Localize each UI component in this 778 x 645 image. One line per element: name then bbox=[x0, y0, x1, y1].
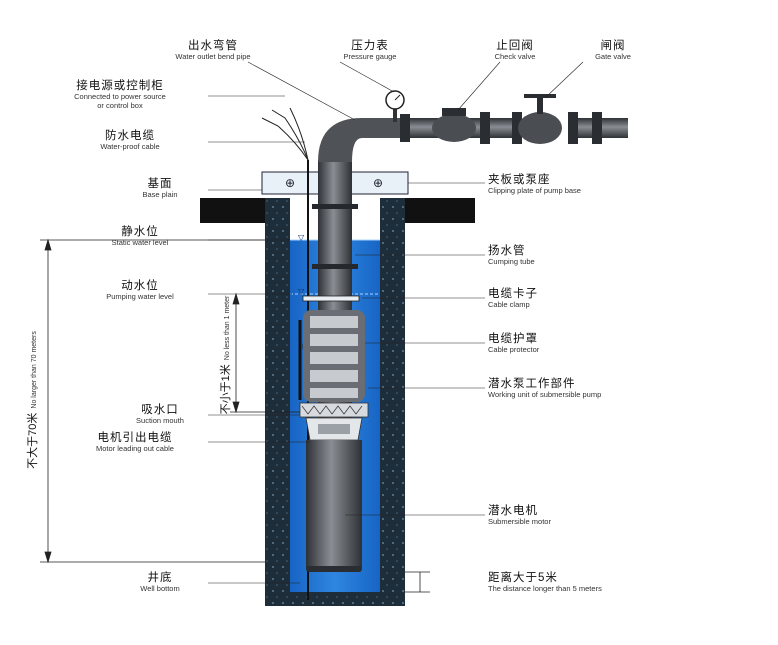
dim-cn: 不大于70米 bbox=[27, 412, 39, 469]
label-check-valve: 止回阀 Check valve bbox=[465, 40, 565, 61]
label-base-plain: 基面 Base plain bbox=[110, 178, 210, 199]
dim-cn: 不小于1米 bbox=[220, 364, 232, 415]
label-cn: 接电源或控制柜 bbox=[76, 80, 164, 92]
label-outlet-bend-pipe: 出水弯管 Water outlet bend pipe bbox=[138, 40, 288, 61]
label-en: Submersible motor bbox=[488, 517, 551, 527]
label-pumping-level: 动水位 Pumping water level bbox=[70, 280, 210, 301]
svg-text:⊕: ⊕ bbox=[285, 176, 295, 190]
label-cable-clamp: 电缆卡子 Cable clamp bbox=[488, 288, 618, 309]
dim-not-more-70m: 不大于70米 No larger than 70 meters bbox=[24, 300, 40, 500]
label-gate-valve: 闸阀 Gate valve bbox=[568, 40, 658, 61]
label-cn: 止回阀 bbox=[496, 40, 534, 52]
dim-not-less-1m: 不小于1米 No less than 1 meter bbox=[217, 280, 233, 430]
label-en: Connected to power source bbox=[74, 92, 166, 102]
label-en: Working unit of submersible pump bbox=[488, 390, 602, 400]
label-cable-protector: 电缆护罩 Cable protector bbox=[488, 333, 618, 354]
label-en: Water outlet bend pipe bbox=[175, 52, 251, 62]
label-cn: 静水位 bbox=[121, 226, 159, 238]
label-submersible-motor: 潜水电机 Submersible motor bbox=[488, 505, 638, 526]
label-cn: 吸水口 bbox=[141, 404, 179, 416]
label-cn: 扬水管 bbox=[488, 245, 526, 257]
label-en: Clipping plate of pump base bbox=[488, 186, 581, 196]
label-en: Pressure gauge bbox=[343, 52, 397, 62]
label-cn: 基面 bbox=[147, 178, 173, 190]
label-en-2: or control box bbox=[97, 100, 143, 110]
label-distance: 距离大于5米 The distance longer than 5 meters bbox=[488, 572, 708, 593]
label-en: Cable clamp bbox=[488, 300, 530, 310]
label-cn: 电机引出电缆 bbox=[97, 432, 173, 444]
label-cn: 动水位 bbox=[121, 280, 159, 292]
pipe-couplings bbox=[312, 204, 358, 269]
label-en: Cable protector bbox=[488, 345, 540, 355]
well-wall bbox=[265, 198, 405, 606]
label-cn: 压力表 bbox=[351, 40, 389, 52]
label-en: Motor leading out cable bbox=[96, 444, 174, 454]
label-en: Well bottom bbox=[140, 584, 180, 594]
label-suction-mouth: 吸水口 Suction mouth bbox=[110, 404, 210, 425]
submersible-motor bbox=[305, 417, 363, 572]
label-en: Water-proof cable bbox=[100, 142, 160, 152]
dimension-lines bbox=[40, 238, 430, 593]
label-cn: 潜水电机 bbox=[488, 505, 538, 517]
dim-en: No larger than 70 meters bbox=[31, 331, 38, 409]
label-cn: 电缆护罩 bbox=[488, 333, 538, 345]
label-en: Base plain bbox=[142, 190, 178, 200]
label-cn: 防水电缆 bbox=[105, 130, 155, 142]
label-waterproof-cable: 防水电缆 Water-proof cable bbox=[50, 130, 210, 151]
label-cn: 井底 bbox=[147, 572, 173, 584]
label-static-level: 静水位 Static water level bbox=[70, 226, 210, 247]
static-level-mark: ▽ bbox=[298, 233, 305, 242]
svg-text:⊕: ⊕ bbox=[373, 176, 383, 190]
label-power-source: 接电源或控制柜 Connected to power source or con… bbox=[30, 80, 210, 110]
label-cn: 距离大于5米 bbox=[488, 572, 558, 584]
pumping-level-mark: ▽ bbox=[298, 287, 305, 296]
label-well-bottom: 井底 Well bottom bbox=[110, 572, 210, 593]
label-clipping-plate: 夹板或泵座 Clipping plate of pump base bbox=[488, 174, 658, 195]
pump-working-unit bbox=[298, 310, 365, 402]
label-cn: 闸阀 bbox=[600, 40, 626, 52]
label-en: Check valve bbox=[494, 52, 536, 62]
label-cn: 出水弯管 bbox=[188, 40, 238, 52]
label-pumping-tube: 扬水管 Cumping tube bbox=[488, 245, 618, 266]
label-pressure-gauge: 压力表 Pressure gauge bbox=[310, 40, 430, 61]
label-en: Static water level bbox=[111, 238, 169, 248]
label-cn: 夹板或泵座 bbox=[488, 174, 551, 186]
label-working-unit: 潜水泵工作部件 Working unit of submersible pump bbox=[488, 378, 708, 399]
label-motor-cable: 电机引出电缆 Motor leading out cable bbox=[60, 432, 210, 453]
label-en: The distance longer than 5 meters bbox=[488, 584, 602, 594]
label-en: Suction mouth bbox=[136, 416, 184, 426]
label-cn: 电缆卡子 bbox=[488, 288, 538, 300]
label-en: Cumping tube bbox=[488, 257, 535, 267]
label-cn: 潜水泵工作部件 bbox=[488, 378, 576, 390]
label-en: Pumping water level bbox=[106, 292, 174, 302]
dim-en: No less than 1 meter bbox=[224, 295, 231, 361]
cable-loose-ends bbox=[261, 107, 309, 161]
label-en: Gate valve bbox=[595, 52, 631, 62]
suction-mouth bbox=[299, 402, 369, 418]
outlet-assembly bbox=[318, 90, 628, 162]
